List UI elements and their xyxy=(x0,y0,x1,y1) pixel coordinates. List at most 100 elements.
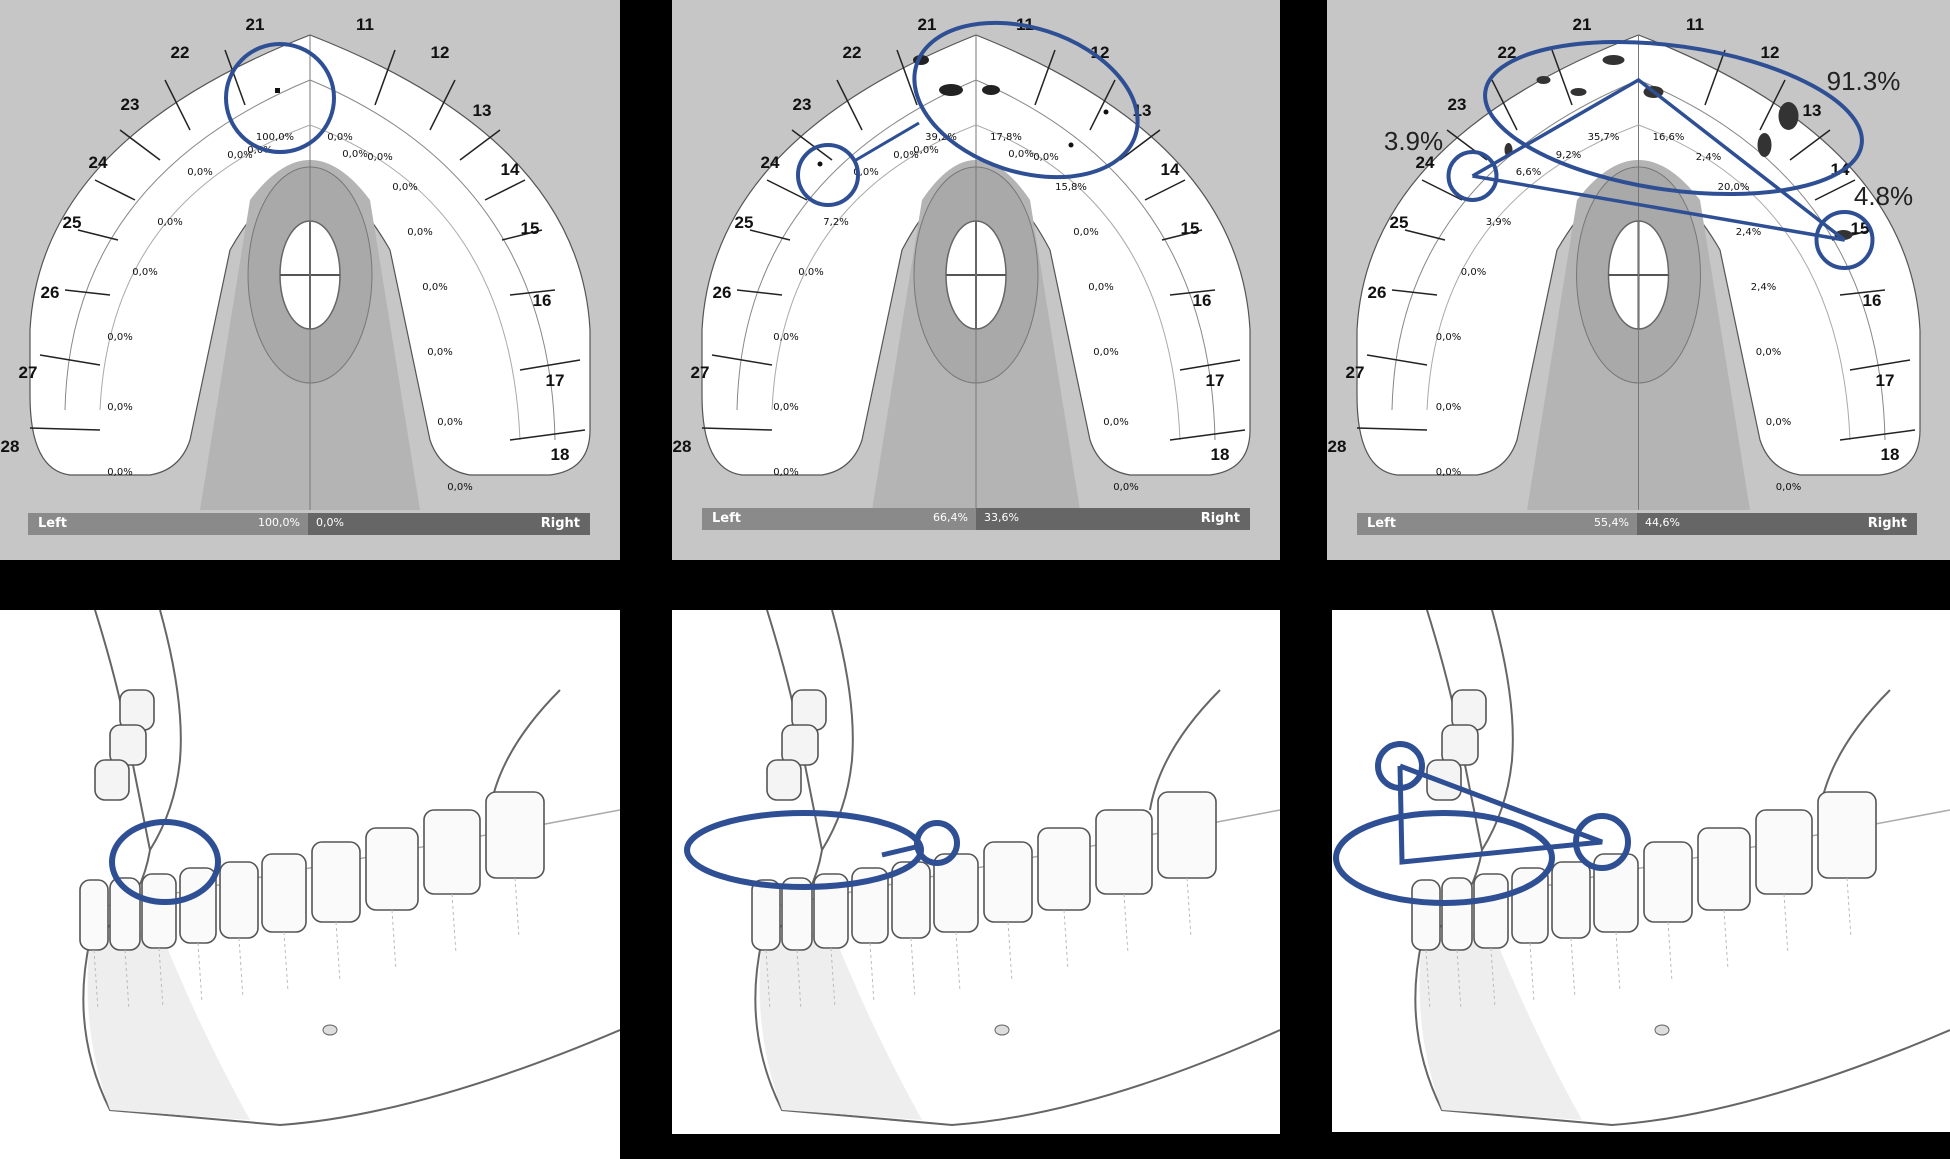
tooth-number-label: 26 xyxy=(713,283,732,302)
contact-mark xyxy=(817,161,823,167)
connector-line xyxy=(881,843,921,858)
inner-arch-line-2 xyxy=(771,124,1181,441)
tooth-number-label: 18 xyxy=(1211,445,1230,464)
tooth-number-label: 21 xyxy=(1573,15,1592,34)
tooth-number-label: 27 xyxy=(19,363,38,382)
tooth-number-label: 17 xyxy=(546,371,565,390)
contact-mark xyxy=(982,85,1000,95)
tooth-divider xyxy=(836,79,863,131)
tooth-number-label: 13 xyxy=(473,101,492,120)
tooth-root xyxy=(1490,947,1496,1009)
tooth-root xyxy=(335,921,341,983)
tooth-root xyxy=(158,947,164,1009)
tooth-number-label: 12 xyxy=(1091,43,1110,62)
tooth xyxy=(79,879,109,951)
contact-highlight-ellipse xyxy=(912,20,1140,180)
contact-mark xyxy=(1570,88,1587,96)
tooth-force-percent: 0,0% xyxy=(407,227,432,238)
balance-bar-left: Left 55,4% xyxy=(1357,513,1637,535)
arch-diagram-2: 2122232425262728111213141516171839,2%0,0… xyxy=(673,15,1251,510)
annotation-percent: 3.9% xyxy=(1384,126,1443,156)
tooth xyxy=(423,809,481,895)
tooth-number-label: 25 xyxy=(63,213,82,232)
tooth xyxy=(1817,791,1877,879)
tooth xyxy=(1551,861,1591,939)
jaw-shading xyxy=(759,930,922,1120)
tooth-divider xyxy=(1179,359,1241,371)
tooth-root xyxy=(1529,942,1535,1004)
tooth-divider xyxy=(1161,229,1203,241)
tooth-divider xyxy=(1119,129,1161,161)
tooth-force-percent: 0,0% xyxy=(1093,347,1118,358)
tooth xyxy=(1441,877,1473,951)
tooth-number-label: 12 xyxy=(1761,43,1780,62)
balance-bar-right: 33,6% Right xyxy=(976,508,1250,530)
tooth-divider xyxy=(1789,129,1831,161)
tooth-divider xyxy=(94,179,136,201)
tooth-number-label: 23 xyxy=(793,95,812,114)
tooth-force-percent: 3,9% xyxy=(1486,217,1511,228)
tooth-number-label: 12 xyxy=(431,43,450,62)
tooth-root xyxy=(1846,877,1852,939)
balance-bar-right: 44,6% Right xyxy=(1637,513,1917,535)
tooth-root xyxy=(1123,893,1129,955)
tooth-divider xyxy=(711,354,773,366)
tooth-force-percent: 0,0% xyxy=(392,182,417,193)
tooth-divider xyxy=(1089,79,1116,131)
tooth xyxy=(1411,879,1441,951)
tooth xyxy=(311,841,361,923)
tooth-force-percent: 6,6% xyxy=(1516,167,1541,178)
tooth-divider xyxy=(64,289,111,296)
tooth-force-percent: 0,0% xyxy=(853,167,878,178)
tooth-divider xyxy=(1421,179,1463,201)
tooth-root xyxy=(869,942,875,1004)
contact-mark xyxy=(1602,55,1625,65)
tooth-number-label: 15 xyxy=(1851,219,1870,238)
contact-mark xyxy=(275,88,280,93)
tooth-divider xyxy=(519,359,581,371)
tooth-root xyxy=(283,931,289,993)
bar-left-percent: 66,4% xyxy=(933,511,968,524)
tooth-force-percent: 0,0% xyxy=(773,332,798,343)
tooth-force-percent: 0,0% xyxy=(1756,347,1781,358)
bar-left-percent: 55,4% xyxy=(1594,516,1629,529)
contact-highlight-circle xyxy=(796,143,860,207)
tooth-number-label: 18 xyxy=(551,445,570,464)
tooth xyxy=(1643,841,1693,923)
tooth-number-label: 21 xyxy=(246,15,265,34)
tooth-force-percent: 0,0% xyxy=(422,282,447,293)
tooth-root xyxy=(451,893,457,955)
tooth-root xyxy=(1723,909,1729,971)
tooth-divider xyxy=(1551,49,1573,106)
tooth-root xyxy=(955,931,961,993)
tooth-force-percent: 0,0% xyxy=(893,150,918,161)
tooth-force-percent: 2,4% xyxy=(1736,227,1761,238)
tooth-force-percent: 0,0% xyxy=(1033,152,1058,163)
tooth-number-label: 26 xyxy=(41,283,60,302)
tooth-number-label: 24 xyxy=(1416,153,1435,172)
tooth-root xyxy=(514,877,520,939)
balance-bar-right: 0,0% Right xyxy=(308,513,590,535)
tooth-divider xyxy=(1366,354,1428,366)
tooth-divider xyxy=(1144,179,1186,201)
tooth-force-percent: 0,0% xyxy=(107,332,132,343)
tooth-number-label: 26 xyxy=(1368,283,1387,302)
tooth-root xyxy=(1063,909,1069,971)
tooth-divider xyxy=(749,229,791,241)
tooth-root xyxy=(910,937,916,999)
tooth-divider xyxy=(374,49,396,106)
tooth-force-percent: 0,0% xyxy=(1766,417,1791,428)
tooth-root xyxy=(238,937,244,999)
tooth-force-percent: 0,0% xyxy=(157,217,182,228)
ramus-outline xyxy=(149,610,182,851)
tooth-force-percent: 7,2% xyxy=(823,217,848,228)
contact-mark xyxy=(1757,133,1772,157)
tooth-force-percent: 100,0% xyxy=(256,132,294,143)
tooth-force-percent: 0,0% xyxy=(327,132,352,143)
tooth xyxy=(751,879,781,951)
tooth-force-percent: 0,0% xyxy=(427,347,452,358)
bar-left-label: Left xyxy=(1367,516,1396,531)
tooth-divider xyxy=(1391,289,1438,296)
tooth-divider xyxy=(1704,49,1726,106)
tooth-root xyxy=(197,942,203,1004)
